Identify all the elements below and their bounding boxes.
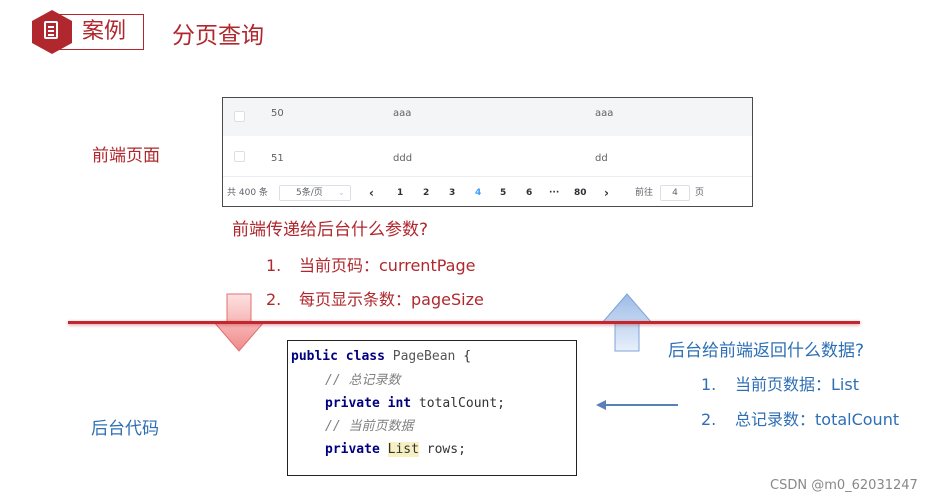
table-cell: dd xyxy=(595,153,608,164)
back-end-label: 后台代码 xyxy=(91,419,159,439)
front-param-current-page: 当前页码：currentPage xyxy=(299,256,476,275)
goto-label: 前往 xyxy=(635,188,654,198)
page-title: 分页查询 xyxy=(172,23,264,49)
front-params-question: 前端传递给后台什么参数? xyxy=(232,220,429,240)
table-cell: 51 xyxy=(271,153,284,164)
back-return-list: 当前页数据：List xyxy=(735,375,859,394)
code-keyword: public class xyxy=(291,349,385,364)
page-6[interactable]: 6 xyxy=(526,188,533,198)
front-param-number: 1. xyxy=(266,256,282,275)
case-label-box xyxy=(58,14,144,50)
page-3[interactable]: 3 xyxy=(449,188,456,198)
left-arrow-icon xyxy=(596,400,678,410)
page-2[interactable]: 2 xyxy=(423,188,430,198)
code-class-name: PageBean xyxy=(384,349,464,364)
page-1[interactable]: 1 xyxy=(397,188,404,198)
code-keyword: private int xyxy=(325,396,412,411)
code-block: public class PageBean { // 总记录数 private … xyxy=(287,340,577,476)
watermark: CSDN @m0_62031247 xyxy=(770,478,918,493)
table-cell: ddd xyxy=(393,153,413,164)
code-comment: // 当前页数据 xyxy=(325,419,414,434)
code-brace: { xyxy=(463,349,472,364)
front-param-number: 2. xyxy=(266,290,282,309)
row-checkbox[interactable] xyxy=(234,111,245,122)
pagination-total: 共 400 条 xyxy=(227,188,268,198)
next-page-button[interactable]: › xyxy=(604,186,609,200)
front-end-table: 50 aaa aaa 51 ddd dd 共 400 条 5条/页 ⌄ ‹ 1 … xyxy=(222,97,753,207)
page-size-select[interactable]: 5条/页 ⌄ xyxy=(279,185,351,201)
case-label: 案例 xyxy=(82,19,127,44)
back-return-total-count: 总记录数：totalCount xyxy=(735,410,900,429)
front-param-page-size: 每页显示条数：pageSize xyxy=(299,290,484,309)
code-line-total: private int totalCount; xyxy=(325,395,505,413)
table-cell: aaa xyxy=(393,108,412,119)
code-line-rows: private List rows; xyxy=(325,441,466,459)
back-return-question: 后台给前端返回什么数据? xyxy=(668,341,865,361)
page-4-active[interactable]: 4 xyxy=(475,188,482,198)
divider-line xyxy=(68,321,860,324)
goto-unit: 页 xyxy=(695,188,705,198)
front-end-label: 前端页面 xyxy=(92,146,160,166)
back-return-number: 1. xyxy=(701,375,717,394)
page-size-value: 5条/页 xyxy=(296,188,323,198)
row-checkbox[interactable] xyxy=(234,151,245,162)
code-line-class: public class PageBean { xyxy=(291,348,471,366)
code-field: totalCount; xyxy=(411,396,506,411)
code-comment: // 总记录数 xyxy=(325,373,401,388)
table-cell: 50 xyxy=(271,108,284,119)
back-return-number: 2. xyxy=(701,410,717,429)
page-80[interactable]: 80 xyxy=(574,188,587,198)
document-icon xyxy=(44,21,58,39)
code-type-list: List xyxy=(387,442,419,457)
code-field: rows; xyxy=(418,442,466,457)
code-keyword: private xyxy=(325,442,380,457)
pagination: 共 400 条 5条/页 ⌄ ‹ 1 2 3 4 5 6 ··· 80 › 前往… xyxy=(223,182,752,204)
table-row: 50 aaa aaa xyxy=(223,98,752,136)
pagination-ellipsis[interactable]: ··· xyxy=(549,188,560,198)
prev-page-button[interactable]: ‹ xyxy=(369,186,374,200)
page-5[interactable]: 5 xyxy=(500,188,507,198)
goto-page-input[interactable]: 4 xyxy=(660,185,690,201)
table-cell: aaa xyxy=(595,108,614,119)
chevron-down-icon: ⌄ xyxy=(338,188,345,197)
table-row: 51 ddd dd xyxy=(223,138,752,177)
